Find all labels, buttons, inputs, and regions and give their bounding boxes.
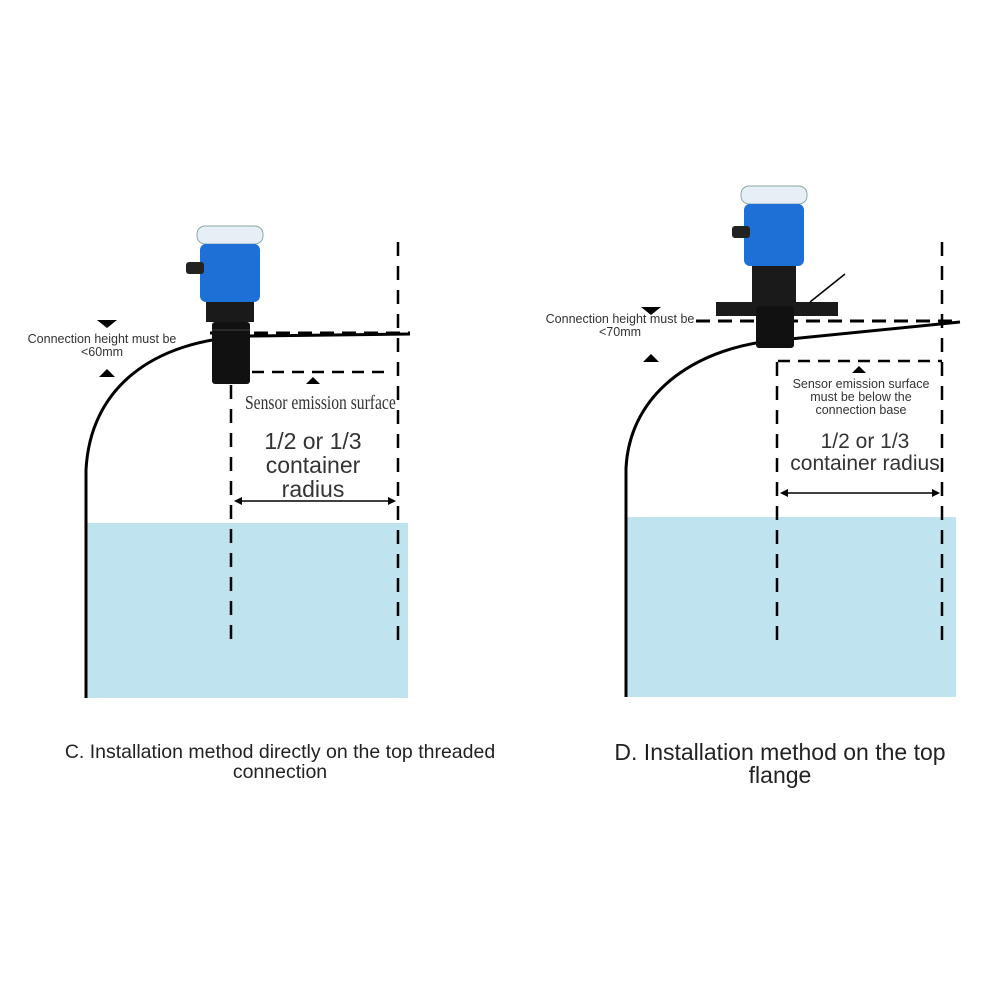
left-emission-label: Sensor emission surface bbox=[245, 392, 396, 414]
right-flange-pointer bbox=[809, 273, 846, 303]
left-conn-marker-bot bbox=[99, 369, 115, 377]
right-arrow-head-r bbox=[932, 489, 940, 497]
right-conn-marker-top bbox=[641, 307, 661, 315]
right-emission-label: Sensor emission surface must be below th… bbox=[792, 377, 930, 418]
left-water bbox=[86, 523, 408, 698]
left-caption: C. Installation method directly on the t… bbox=[64, 741, 496, 783]
left-sensor bbox=[186, 225, 264, 384]
right-panel bbox=[624, 185, 961, 697]
right-connection-note: Connection height must be <70mm bbox=[545, 312, 695, 340]
left-panel bbox=[84, 225, 411, 698]
left-radius-label: 1/2 or 1/3 container radius bbox=[264, 428, 362, 503]
right-caption: D. Installation method on the top flange bbox=[614, 739, 946, 788]
left-connection-note: Connection height must be <60mm bbox=[27, 332, 177, 360]
right-radius-label: 1/2 or 1/3 container radius bbox=[790, 430, 940, 476]
right-arrow-head-l bbox=[780, 489, 788, 497]
right-emission-marker bbox=[852, 366, 866, 373]
left-arrow-head-l bbox=[234, 497, 242, 505]
right-water bbox=[626, 517, 956, 697]
right-conn-marker-bot bbox=[643, 354, 659, 362]
right-sensor bbox=[732, 185, 808, 348]
left-arrow-head-r bbox=[388, 497, 396, 505]
left-emission-marker bbox=[306, 377, 320, 384]
left-conn-marker-top bbox=[97, 320, 117, 328]
